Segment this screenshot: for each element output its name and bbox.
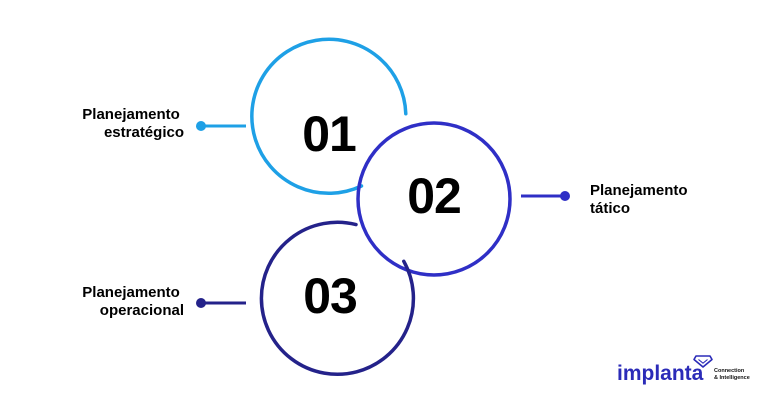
step-03-connector-dot [196,298,206,308]
step-03-ring [259,220,416,377]
step-01: 01 Planejamento estratégico [82,37,408,195]
step-03-label: Planejamento operacional [82,284,184,319]
step-02: 02 Planejamento tático [356,121,692,277]
diamond-heart-icon [693,355,713,368]
implanta-logo: implanta Connection & Intelligence [617,355,750,385]
step-01-number: 01 [302,106,356,162]
step-02-connector-dot [560,191,570,201]
step-01-connector-dot [196,121,206,131]
step-01-label: Planejamento estratégico [82,106,184,141]
step-01-ring [250,37,408,195]
logo-tagline: Connection & Intelligence [714,368,750,381]
step-03-number: 03 [303,268,357,324]
step-02-ring [356,121,512,277]
step-02-label: Planejamento tático [590,182,692,217]
step-02-number: 02 [407,168,461,224]
logo-wordmark: implanta [617,362,704,385]
step-03: 03 Planejamento operacional [82,220,416,377]
